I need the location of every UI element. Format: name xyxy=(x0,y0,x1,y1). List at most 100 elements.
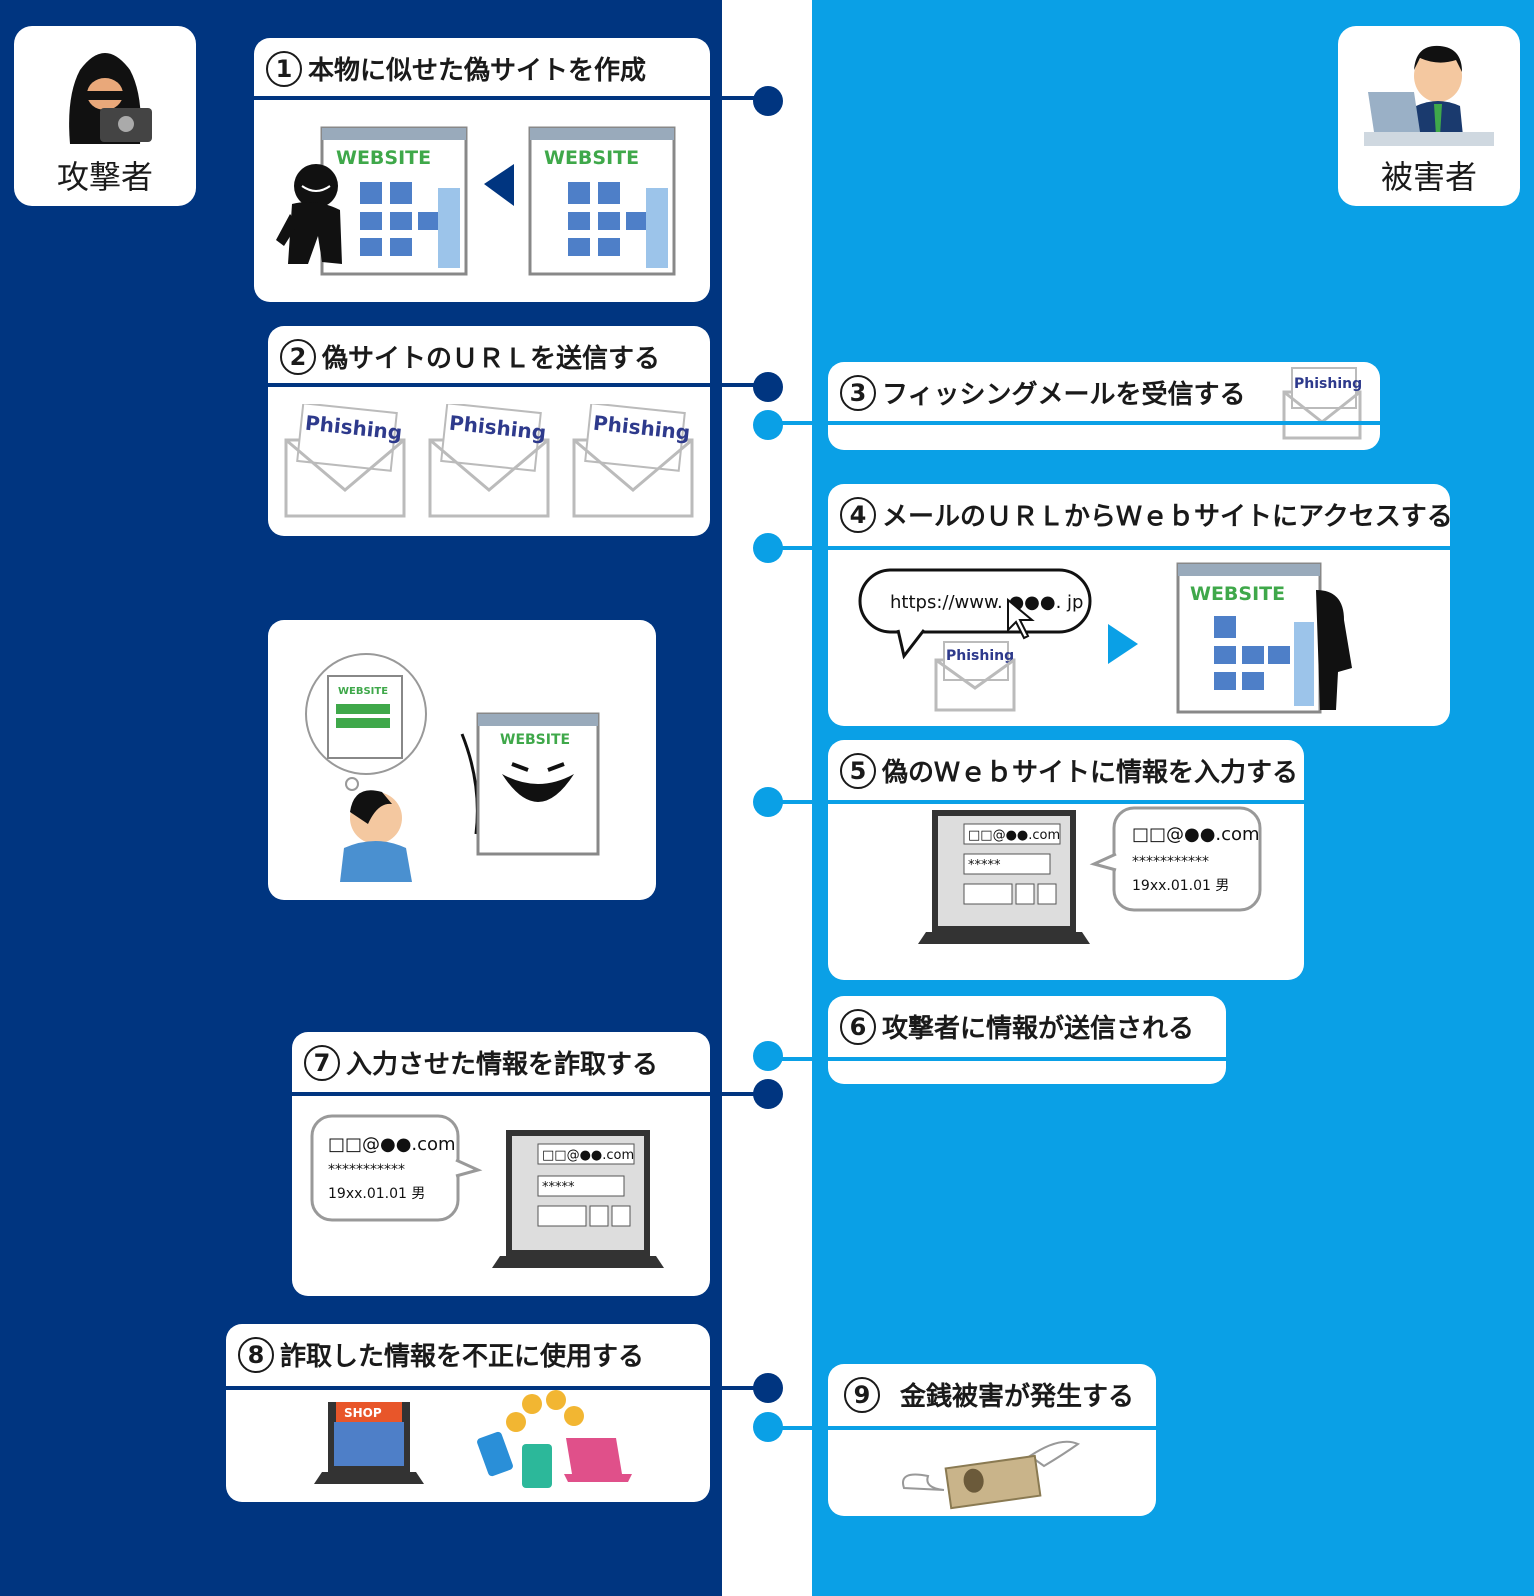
info-speech-bubble: □□@●●.com *********** 19xx.01.01 男 xyxy=(1089,806,1262,912)
bubble-dob: 19xx.01.01 男 xyxy=(1132,878,1229,894)
step-number: 2 xyxy=(280,338,316,375)
criminal-silhouette xyxy=(1316,590,1352,710)
step-number: 4 xyxy=(840,496,876,533)
step-4-card: 4 メールのＵＲＬからＷｅｂサイトにアクセスする https://www. ●●… xyxy=(828,484,1453,726)
fake-website-icon: WEBSITE xyxy=(1176,562,1322,714)
phishing-text: Phishing xyxy=(1294,376,1362,392)
shop-sign: SHOP xyxy=(344,1406,382,1420)
step-label: 金銭被害が発生する xyxy=(900,1382,1135,1412)
real-website-icon: WEBSITE xyxy=(528,126,676,276)
step-label: 詐取した情報を不正に使用する xyxy=(280,1342,645,1372)
step-6-card: 6 攻撃者に情報が送信される xyxy=(828,996,1226,1084)
form-password-field: ***** xyxy=(542,1180,575,1195)
bubble-email: □□@●●.com xyxy=(328,1134,456,1155)
received-phishing-envelope-icon: Phishing xyxy=(1282,367,1362,440)
step-label: 偽サイトのＵＲＬを送信する xyxy=(322,344,661,374)
bubble-password: *********** xyxy=(328,1162,405,1178)
step-5-title: 5 偽のＷｅｂサイトに情報を入力する xyxy=(840,752,1298,789)
fishing-illustration-card: WEBSITE WEBSITE xyxy=(268,620,656,900)
step-1-connector xyxy=(254,96,768,100)
step-number: 7 xyxy=(304,1044,340,1081)
office-worker-icon xyxy=(1364,45,1494,146)
step-1-node xyxy=(753,86,783,116)
laptop-form-icon: □□@●●.com ***** xyxy=(492,1130,664,1268)
step-7-card: 7 入力させた情報を詐取する □□@●●.com *********** 19x… xyxy=(292,1032,710,1296)
step-label: 入力させた情報を詐取する xyxy=(346,1050,659,1080)
website-logo: WEBSITE xyxy=(544,147,639,169)
hooded-hacker-icon xyxy=(69,53,152,144)
criminal-silhouette xyxy=(276,164,342,264)
step-6-connector xyxy=(768,1057,1226,1061)
step-1-card: 1 本物に似せた偽サイトを作成 WEBSITE WEBSITE xyxy=(254,38,710,302)
step-number: 3 xyxy=(840,374,876,411)
step-9-node xyxy=(753,1412,783,1442)
step-8-connector xyxy=(226,1386,768,1390)
phishing-envelope-icon: Phishing xyxy=(934,641,1016,712)
step-5-node xyxy=(753,787,783,817)
step-2-node xyxy=(753,372,783,402)
step-7-connector xyxy=(292,1092,768,1096)
step-number: 9 xyxy=(844,1376,880,1413)
step-label: 本物に似せた偽サイトを作成 xyxy=(308,56,647,86)
website-logo: WEBSITE xyxy=(336,147,431,169)
step-6-title: 6 攻撃者に情報が送信される xyxy=(840,1008,1194,1045)
step-number: 1 xyxy=(266,50,302,87)
form-password-field[interactable]: ***** xyxy=(968,858,1001,873)
step-number: 5 xyxy=(840,752,876,789)
attacker-badge: 攻撃者 xyxy=(14,26,196,206)
step-number: 6 xyxy=(840,1008,876,1045)
laptop-form-icon: □□@●●.com ***** xyxy=(918,810,1090,944)
step-5-card: 5 偽のＷｅｂサイトに情報を入力する □□@●●.com ***** □□@●●… xyxy=(828,740,1304,980)
step-label: 攻撃者に情報が送信される xyxy=(882,1014,1195,1044)
form-email-field[interactable]: □□@●●.com xyxy=(968,828,1060,843)
fake-site-creation-illustration: WEBSITE WEBSITE xyxy=(276,126,676,276)
misuse-illustration: SHOP xyxy=(314,1390,632,1488)
step-7-node xyxy=(753,1079,783,1109)
fishing-rod xyxy=(460,733,479,835)
step-8-title: 8 詐取した情報を不正に使用する xyxy=(238,1336,644,1373)
step-5-connector xyxy=(768,800,1304,804)
info-speech-bubble: □□@●●.com *********** 19xx.01.01 男 xyxy=(310,1114,483,1222)
arrow-right-icon xyxy=(1108,624,1138,664)
step-label: 偽のＷｅｂサイトに情報を入力する xyxy=(882,758,1299,788)
step-9-card: 9 金銭被害が発生する xyxy=(828,1364,1156,1516)
bubble-email: □□@●●.com xyxy=(1132,824,1260,845)
attacker-label: 攻撃者 xyxy=(56,158,153,196)
step-8-card: 8 詐取した情報を不正に使用する SHOP xyxy=(226,1324,710,1502)
step-1-title: 1 本物に似せた偽サイトを作成 xyxy=(266,50,646,87)
step-label: フィッシングメールを受信する xyxy=(882,380,1246,410)
mouse-cursor-icon xyxy=(1007,597,1035,640)
phishing-mails-illustration: Phishing Phishing Phishing xyxy=(284,404,694,518)
step-6-node xyxy=(753,1041,783,1071)
victim-badge: 被害者 xyxy=(1338,26,1520,206)
input-info-illustration: □□@●●.com ***** □□@●●.com *********** 19… xyxy=(918,806,1262,944)
step-4-node xyxy=(753,533,783,563)
website-logo: WEBSITE xyxy=(500,732,570,748)
access-fake-site-illustration: https://www. ●●●. jp Phishing WEBSITE xyxy=(858,562,1352,714)
step-number: 8 xyxy=(238,1336,274,1373)
url-speech-bubble: https://www. ●●●. jp xyxy=(858,568,1092,660)
victim-label: 被害者 xyxy=(1380,158,1477,196)
step-3-connector xyxy=(768,421,1380,425)
step-label: メールのＵＲＬからＷｅｂサイトにアクセスする xyxy=(882,502,1453,532)
step-9-title: 9 金銭被害が発生する xyxy=(844,1376,1134,1413)
copy-arrow-icon xyxy=(484,164,514,206)
step-2-card: 2 偽サイトのＵＲＬを送信する Phishing Phishing Phishi… xyxy=(268,326,710,536)
step-4-title: 4 メールのＵＲＬからＷｅｂサイトにアクセスする xyxy=(840,496,1453,533)
step-3-card: 3 フィッシングメールを受信する Phishing xyxy=(828,362,1380,450)
step-4-connector xyxy=(768,546,1450,550)
step-9-connector xyxy=(768,1426,1156,1430)
flying-money-icon xyxy=(902,1440,1081,1510)
bubble-password: *********** xyxy=(1132,854,1209,870)
step-7-title: 7 入力させた情報を詐取する xyxy=(304,1044,658,1081)
fake-website-icon: WEBSITE xyxy=(320,126,468,276)
website-logo: WEBSITE xyxy=(338,686,388,697)
website-logo: WEBSITE xyxy=(1190,583,1285,605)
coins-devices-icon xyxy=(477,1390,632,1488)
phishing-text: Phishing xyxy=(946,648,1014,664)
phishing-concept-illustration: WEBSITE WEBSITE xyxy=(305,653,600,882)
phishing-envelope-icon: Phishing xyxy=(572,404,694,518)
form-email-field: □□@●●.com xyxy=(542,1148,634,1163)
phishing-envelope-icon: Phishing xyxy=(428,404,550,518)
step-2-connector xyxy=(268,383,768,387)
